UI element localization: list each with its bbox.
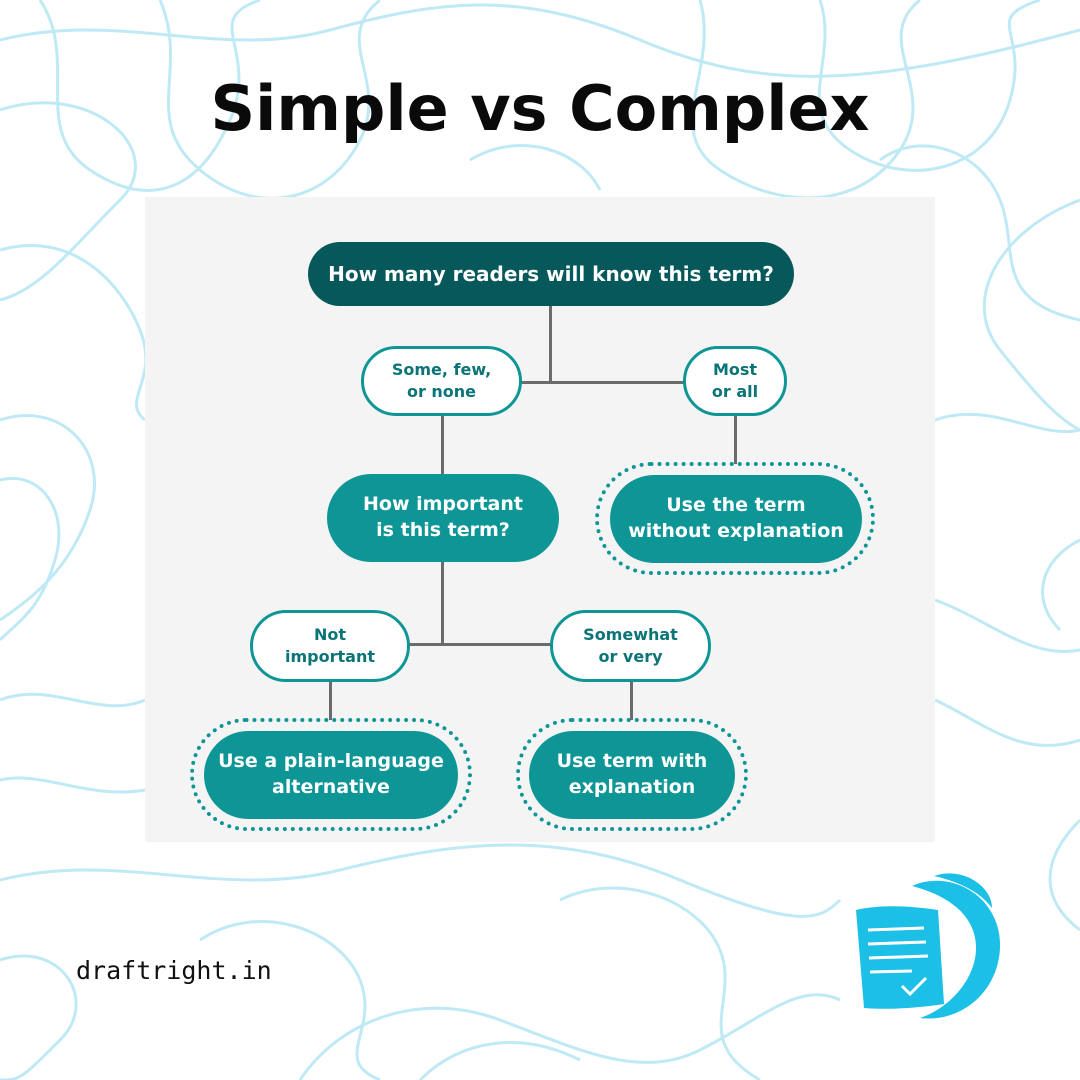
- connector-line: [408, 643, 552, 646]
- connector-line: [441, 562, 444, 645]
- answer-somewhat-or-very-label: Somewhat or very: [583, 625, 678, 666]
- question-importance-label: How important is this term?: [363, 493, 523, 541]
- page-title: Simple vs Complex: [210, 72, 870, 145]
- quill-document-check-icon: [856, 873, 1001, 1019]
- result-frame: [595, 462, 875, 575]
- result-frame: [190, 718, 472, 831]
- connector-line: [520, 381, 686, 384]
- website-label: draftright.in: [76, 956, 272, 985]
- question-readers-label: How many readers will know this term?: [328, 261, 774, 286]
- answer-some-few-none: Some, few, or none: [361, 346, 522, 416]
- connector-line: [734, 414, 737, 464]
- connector-line: [441, 416, 444, 474]
- answer-some-few-none-label: Some, few, or none: [391, 360, 492, 401]
- result-plain-language-label: Use a plain-language alternative: [218, 750, 444, 798]
- result-with-explanation-node: Use term with explanation: [529, 731, 735, 819]
- result-plain-language-node: Use a plain-language alternative: [204, 731, 458, 819]
- connector-line: [329, 680, 332, 720]
- answer-most-or-all: Most or all: [683, 346, 787, 416]
- result-with-explanation-label: Use term with explanation: [556, 750, 708, 798]
- answer-not-important: Not important: [250, 610, 410, 682]
- connector-line: [630, 680, 633, 720]
- connector-line: [549, 306, 552, 383]
- result-use-term-label: Use the term without explanation: [628, 494, 844, 542]
- result-use-term-node: Use the term without explanation: [610, 475, 862, 563]
- answer-not-important-label: Not important: [285, 625, 375, 666]
- answer-somewhat-or-very: Somewhat or very: [550, 610, 711, 682]
- question-readers-node: How many readers will know this term?: [308, 242, 794, 306]
- question-importance-node: How important is this term?: [327, 474, 559, 562]
- answer-most-or-all-label: Most or all: [711, 360, 759, 401]
- result-frame: [516, 718, 748, 831]
